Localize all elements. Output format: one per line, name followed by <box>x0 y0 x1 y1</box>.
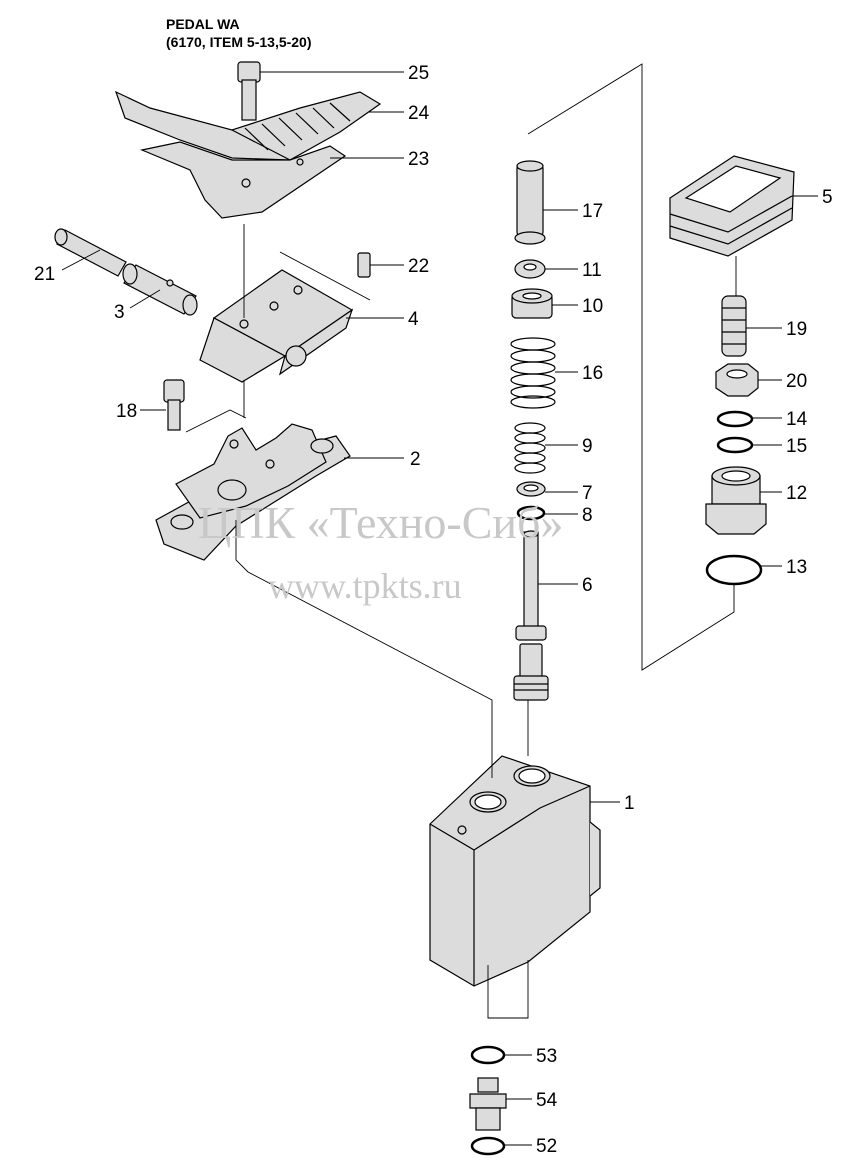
callout-23: 23 <box>408 149 429 170</box>
callout-11: 11 <box>582 260 602 281</box>
callout-17: 17 <box>582 201 603 222</box>
callout-18: 18 <box>116 401 137 422</box>
callout-2: 2 <box>410 449 421 470</box>
part-23-pedal-plate <box>139 141 347 219</box>
part-6-spool <box>513 530 549 701</box>
part-25-bolt <box>237 61 261 121</box>
callout-1: 1 <box>624 793 635 814</box>
part-24-pedal-pad <box>114 90 382 161</box>
part-5-boot <box>669 155 795 257</box>
callout-52: 52 <box>536 1136 557 1157</box>
leader-lines <box>61 71 818 1146</box>
assembly-lines <box>185 63 737 1019</box>
callout-53: 53 <box>536 1046 557 1067</box>
part-16-outer-spring <box>510 337 556 409</box>
callout-25: 25 <box>408 63 429 84</box>
callout-10: 10 <box>582 296 603 317</box>
callout-12: 12 <box>786 483 807 504</box>
part-8-ring <box>516 505 546 521</box>
part-3-bushing <box>122 263 198 316</box>
part-21-pin <box>54 228 127 277</box>
callout-9: 9 <box>582 436 593 457</box>
part-13-o-ring <box>705 554 763 586</box>
part-9-inner-spring <box>514 422 546 474</box>
part-20-nut <box>715 363 759 397</box>
callout-labels: 25 24 23 22 21 4 3 18 2 17 11 10 16 9 7 … <box>34 63 833 1157</box>
callout-21: 21 <box>34 264 55 285</box>
part-4-pedal-hinge <box>199 269 354 383</box>
part-53-o-ring <box>470 1045 506 1065</box>
part-1-valve-body <box>429 755 601 987</box>
callout-4: 4 <box>408 309 419 330</box>
part-19-rod <box>721 295 747 357</box>
part-14-ring <box>716 410 754 428</box>
part-17-plunger <box>514 160 546 245</box>
diagram-title-line1: PEDAL WA <box>166 16 240 32</box>
part-7-washer <box>516 481 546 497</box>
callout-5: 5 <box>822 187 833 208</box>
part-10-spring-seat <box>511 288 553 319</box>
callout-8: 8 <box>582 505 593 526</box>
callout-20: 20 <box>786 371 807 392</box>
callout-3: 3 <box>114 302 125 323</box>
callout-13: 13 <box>786 557 807 578</box>
callout-24: 24 <box>408 103 430 124</box>
callout-6: 6 <box>582 575 593 596</box>
callout-22: 22 <box>408 256 429 277</box>
callout-14: 14 <box>786 409 808 430</box>
callout-54: 54 <box>536 1090 558 1111</box>
callout-15: 15 <box>786 436 807 457</box>
watermark-company: ЦПК «Техно-Сиб» <box>198 497 564 548</box>
part-12-guide <box>705 466 767 535</box>
diagram-title-line2: (6170, ITEM 5-13,5-20) <box>166 34 312 50</box>
part-15-ring <box>716 436 754 454</box>
part-11-washer <box>514 259 546 279</box>
part-2-base-bracket <box>155 423 351 561</box>
callout-16: 16 <box>582 363 603 384</box>
part-18-cap-screw <box>163 379 185 431</box>
part-52-o-ring <box>470 1136 506 1156</box>
callout-19: 19 <box>786 319 807 340</box>
callout-7: 7 <box>582 483 593 504</box>
watermark-url: www.tpkts.ru <box>268 566 462 606</box>
part-54-connector <box>469 1077 507 1131</box>
part-22-set-screw <box>357 252 371 278</box>
